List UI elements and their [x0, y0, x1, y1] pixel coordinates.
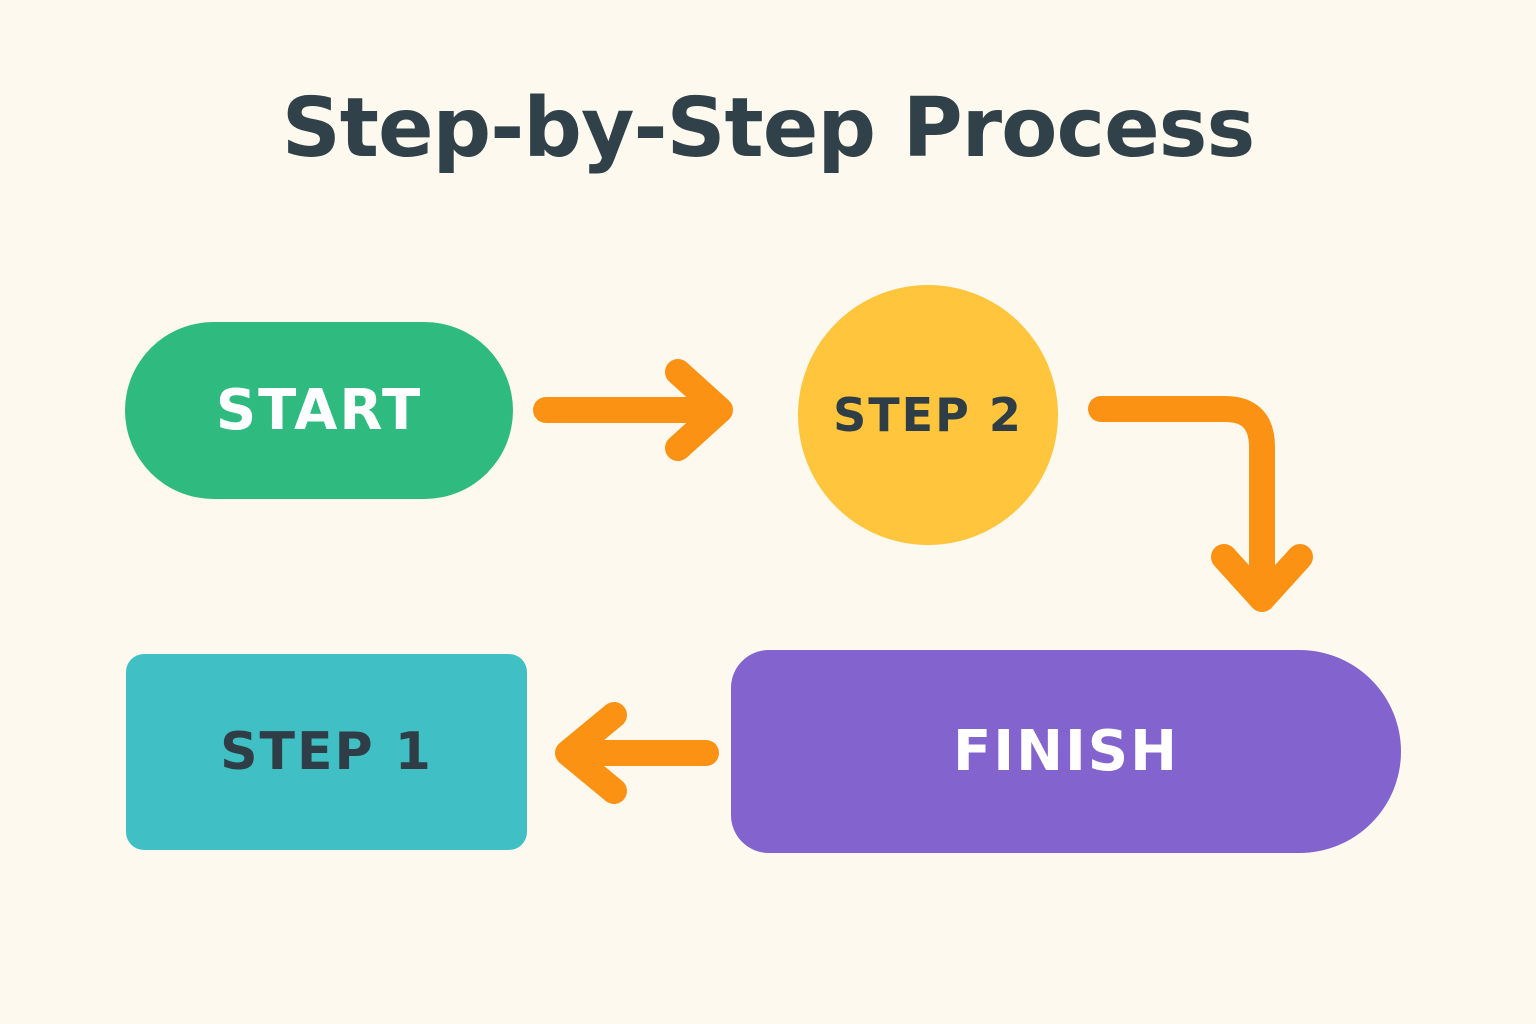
node-start[interactable]: START — [125, 322, 513, 499]
node-finish[interactable]: FINISH — [731, 650, 1401, 853]
arrow-right-icon-start-to-step2 — [533, 359, 733, 461]
node-step-2[interactable]: STEP 2 — [798, 285, 1058, 545]
node-step-2-label: STEP 2 — [833, 388, 1023, 442]
arrow-left-icon-finish-to-step1 — [555, 702, 719, 804]
node-step-1[interactable]: STEP 1 — [126, 654, 527, 850]
page-title: Step-by-Step Process — [281, 81, 1256, 176]
node-start-label: START — [215, 377, 423, 443]
node-step-1-label: STEP 1 — [220, 722, 433, 782]
node-finish-label: FINISH — [953, 718, 1179, 784]
arrow-elbow-down-icon-step2-to-finish — [1088, 396, 1313, 612]
